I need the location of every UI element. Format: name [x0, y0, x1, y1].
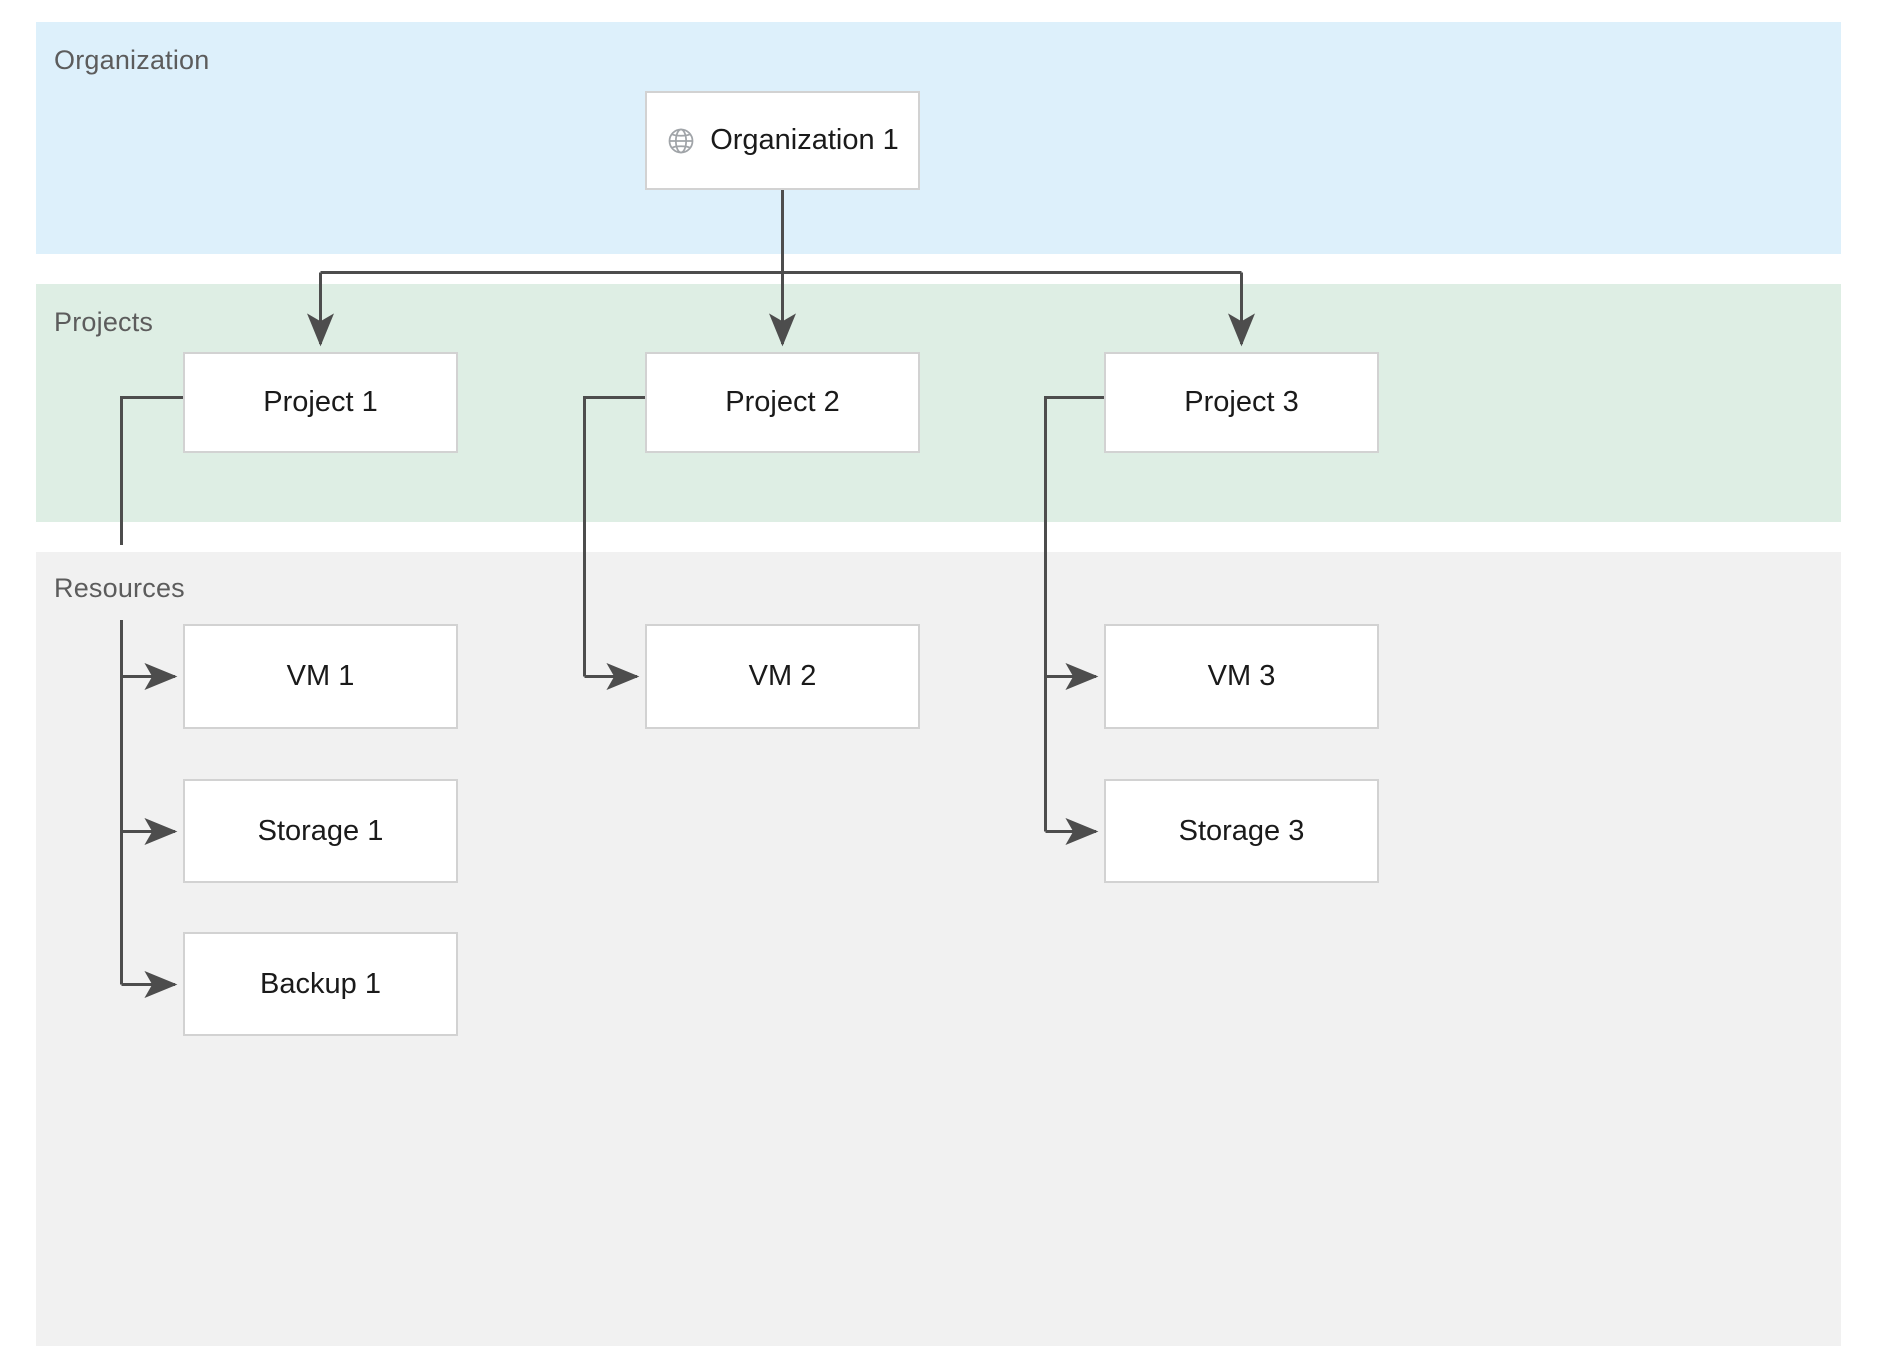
band-label-resources: Resources — [54, 573, 185, 603]
node-organization-1[interactable]: Organization 1 — [645, 91, 920, 190]
node-label: VM 2 — [748, 660, 817, 692]
node-label: Organization 1 — [710, 124, 899, 156]
node-label: VM 1 — [286, 660, 355, 692]
node-label: Backup 1 — [260, 967, 381, 1000]
node-storage-3[interactable]: Storage 3 — [1104, 779, 1379, 883]
node-backup-1[interactable]: Backup 1 — [183, 932, 458, 1036]
node-project-2[interactable]: Project 2 — [645, 352, 920, 453]
band-label-projects: Projects — [54, 307, 154, 337]
node-vm-2[interactable]: VM 2 — [645, 624, 920, 729]
node-label: Storage 3 — [1178, 814, 1305, 847]
globe-icon — [668, 128, 694, 153]
node-label: VM 3 — [1207, 660, 1276, 692]
node-project-3[interactable]: Project 3 — [1104, 352, 1379, 453]
band-organization — [36, 22, 1841, 254]
band-label-organization: Organization — [54, 45, 210, 75]
node-vm-3[interactable]: VM 3 — [1104, 624, 1379, 729]
node-storage-1[interactable]: Storage 1 — [183, 779, 458, 883]
node-label: Project 3 — [1184, 386, 1299, 418]
node-label: Project 1 — [263, 386, 378, 418]
node-project-1[interactable]: Project 1 — [183, 352, 458, 453]
node-label: Storage 1 — [257, 814, 384, 847]
node-label: Project 2 — [725, 386, 840, 418]
node-vm-1[interactable]: VM 1 — [183, 624, 458, 729]
